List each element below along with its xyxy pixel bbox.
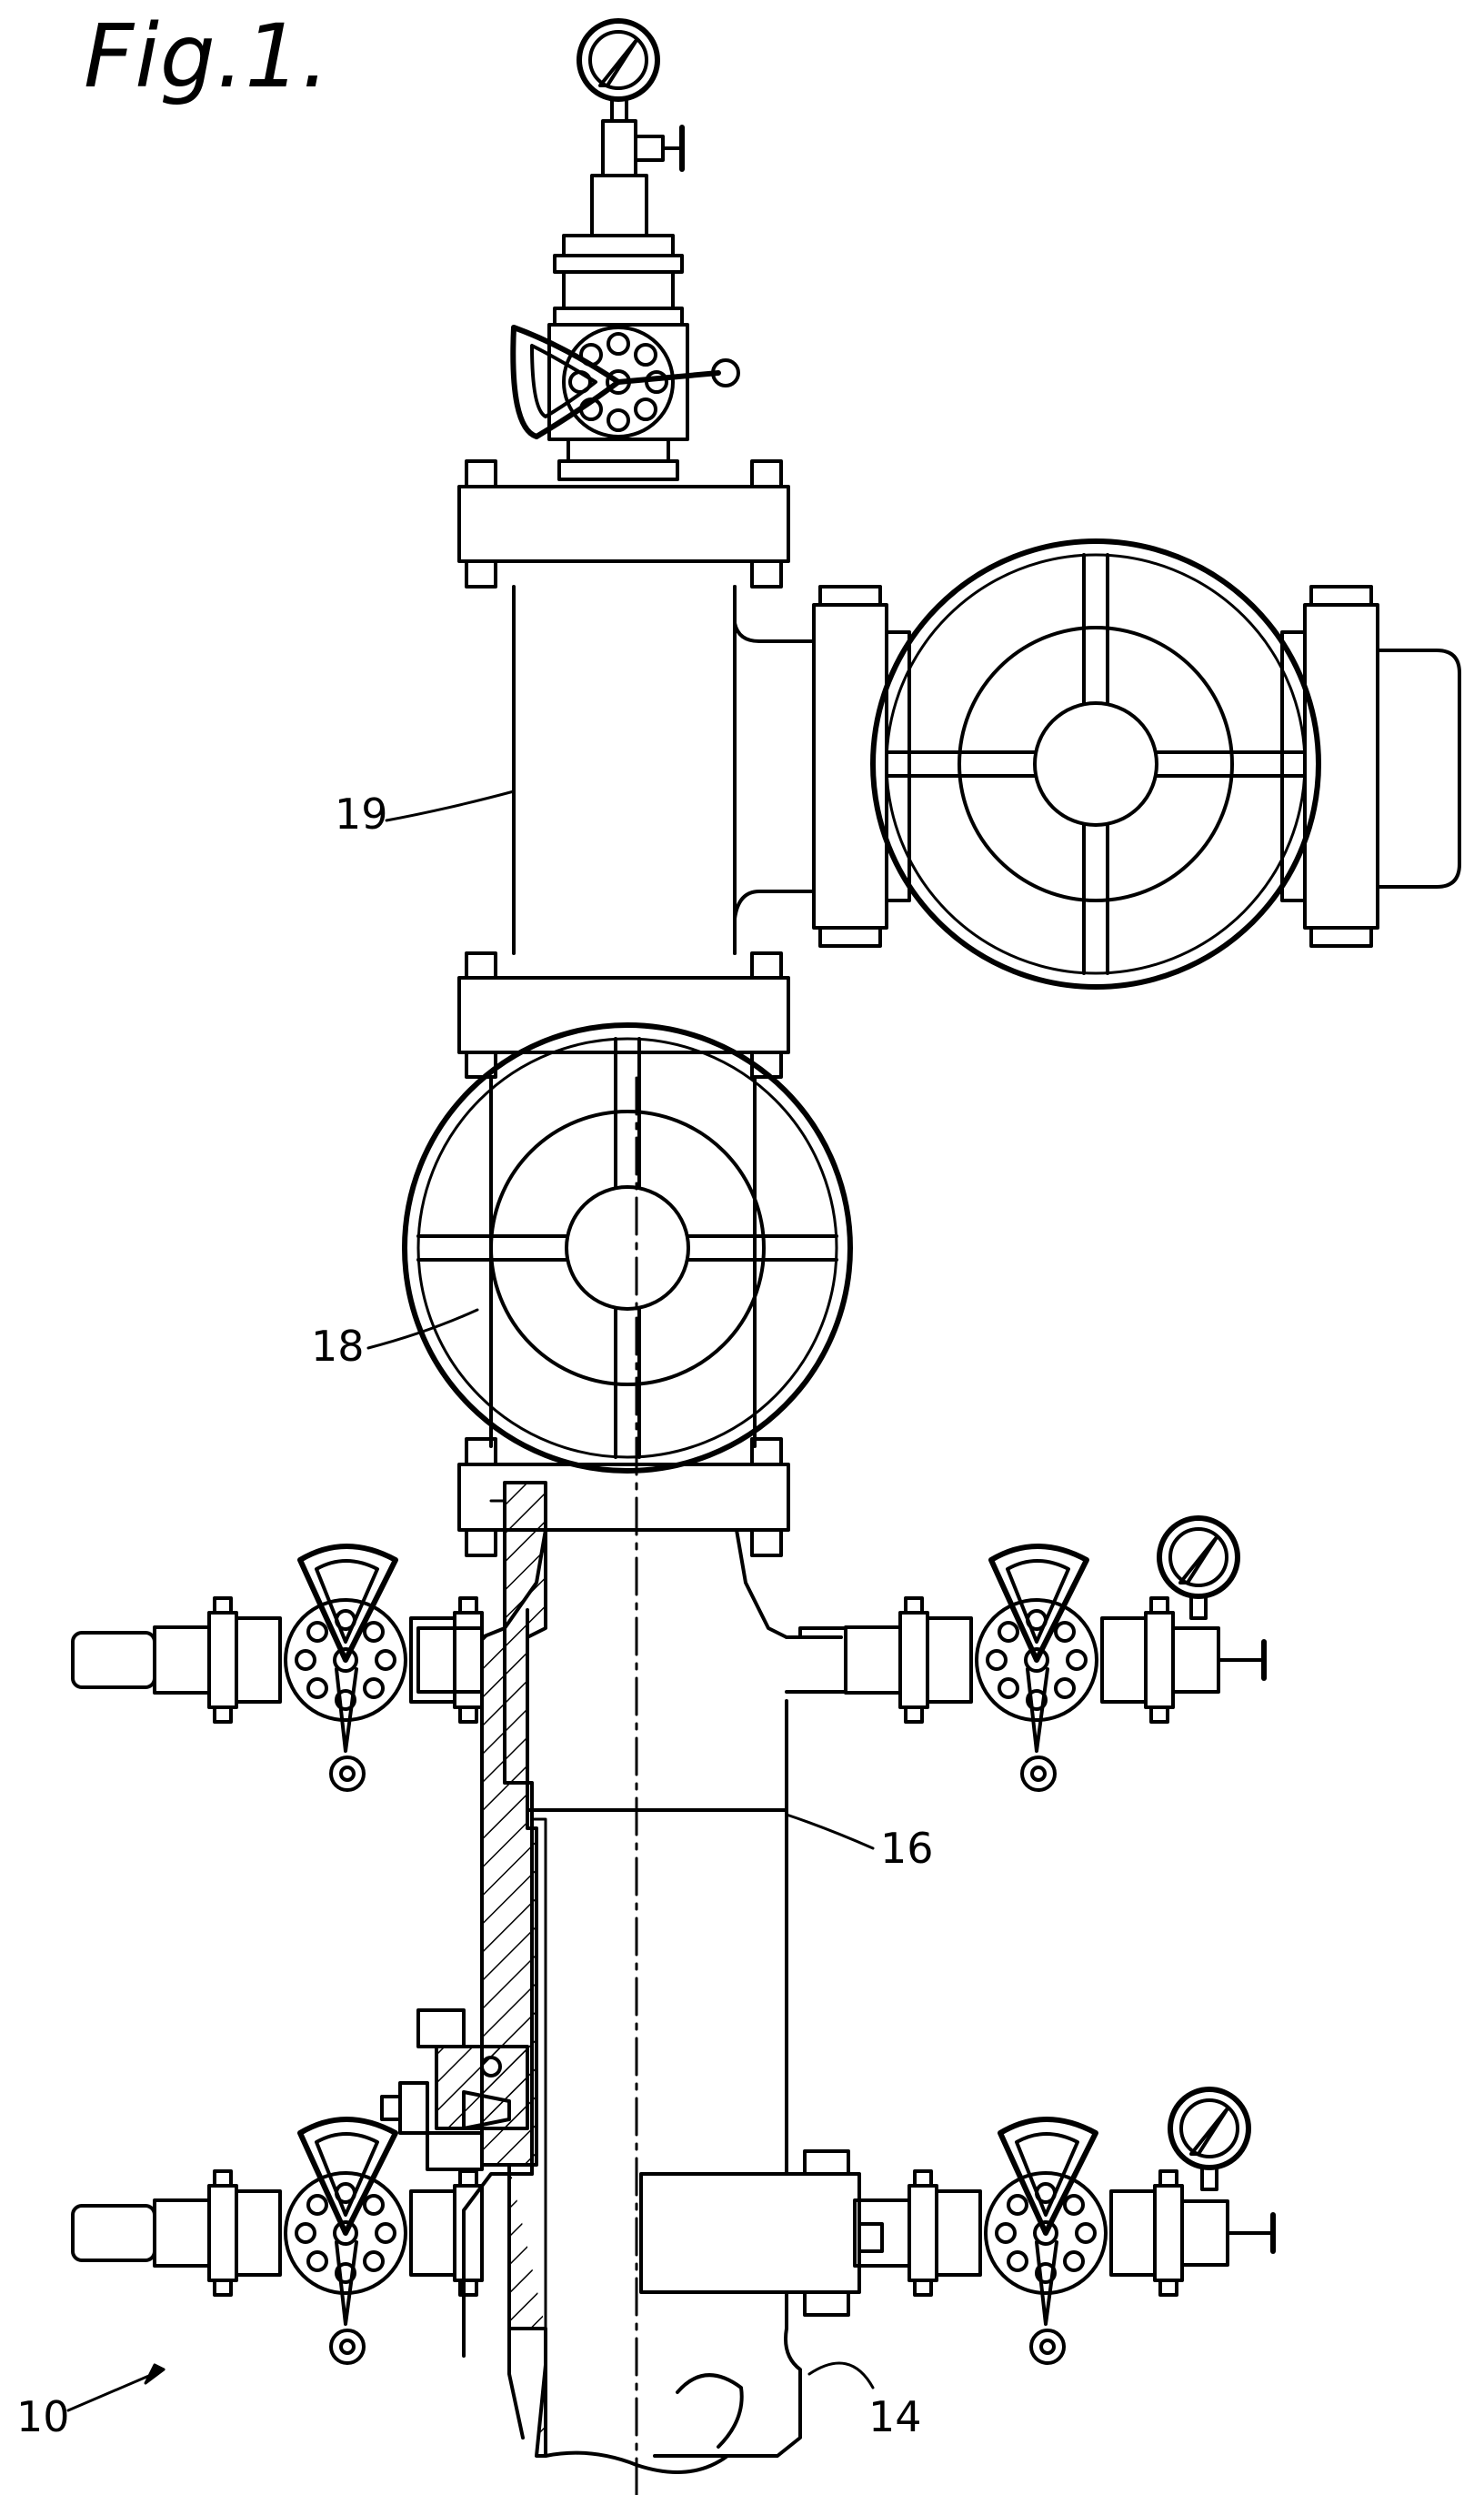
upper-right-side-valve (787, 1518, 1264, 1790)
top-pressure-gauge (579, 21, 657, 121)
swab-valve-bottom-flange (559, 439, 677, 479)
upper-left-side-valve (73, 1546, 482, 1790)
leader-10-arrowhead (145, 2365, 164, 2383)
wing-valve-handwheel (873, 541, 1319, 987)
leader-19 (386, 791, 514, 820)
tubing-head-16 (505, 1530, 882, 2315)
top-needle-valve (592, 121, 682, 236)
lower-left-side-valve (73, 2119, 482, 2363)
top-flange-stack (555, 236, 682, 325)
swab-valve (513, 325, 738, 439)
leader-14 (809, 2363, 873, 2388)
leader-16 (787, 1815, 873, 1848)
cross-body-19 (514, 587, 814, 953)
master-valve-handwheel (405, 1025, 850, 1471)
lower-right-side-valve (855, 2089, 1273, 2363)
